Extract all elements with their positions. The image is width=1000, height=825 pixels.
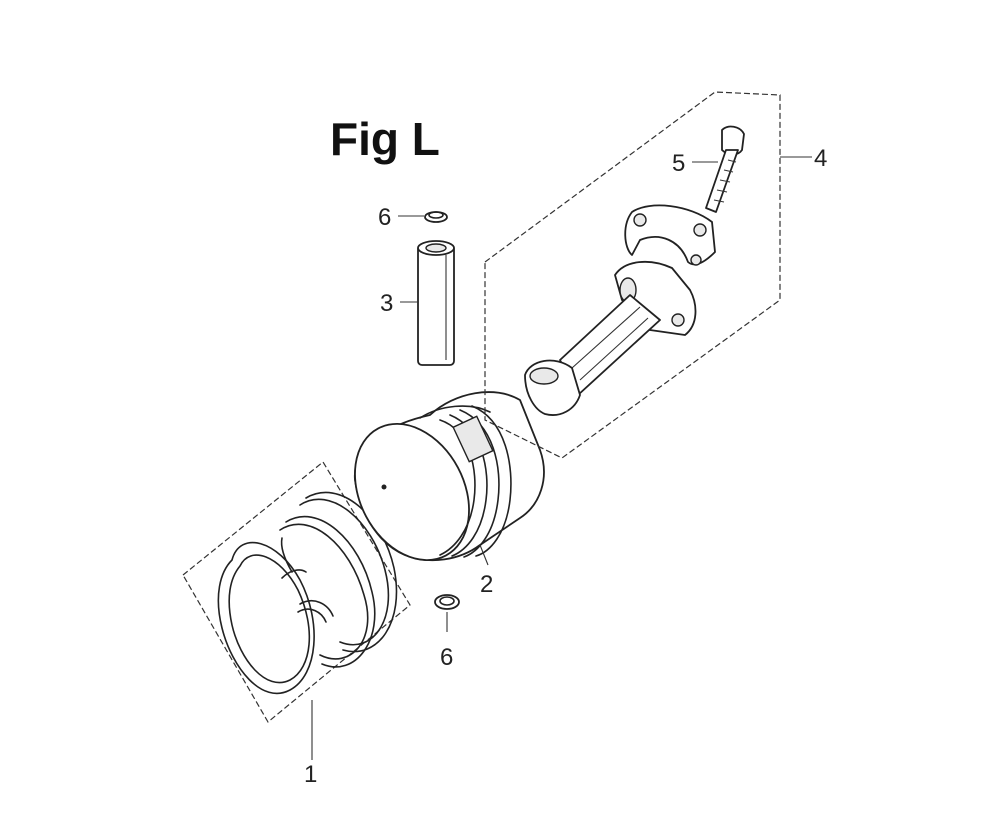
connecting-rod-bolt [705, 125, 745, 213]
piston-pin [417, 240, 455, 366]
callout-2: 2 [480, 571, 493, 598]
piston-pin-clip-lower [434, 594, 460, 610]
piston-pin-clip-upper [424, 211, 448, 223]
connecting-rod-group-box [484, 91, 781, 459]
callout-5: 5 [672, 150, 685, 177]
piston-rings-group-box [182, 461, 411, 723]
callout-3: 3 [380, 290, 393, 317]
figure-title: Fig L [330, 113, 440, 165]
callout-6-upper: 6 [378, 204, 391, 231]
callout-1: 1 [304, 761, 317, 788]
connecting-rod [524, 204, 716, 416]
leader-line-2 [479, 544, 489, 566]
callout-6-lower: 6 [440, 644, 453, 671]
piston-rings [217, 491, 398, 695]
piston [354, 391, 545, 562]
callout-4: 4 [814, 145, 827, 172]
